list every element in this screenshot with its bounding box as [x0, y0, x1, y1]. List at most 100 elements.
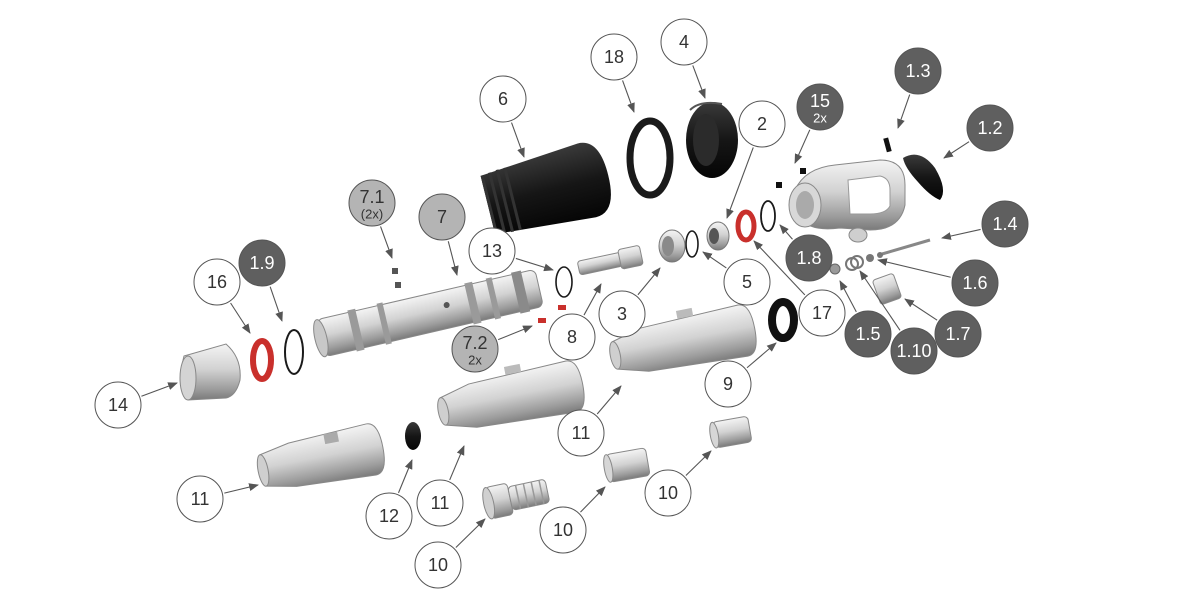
leader-arrow-10-a [685, 450, 712, 476]
leader-arrow-16 [230, 302, 251, 334]
part-ball-1-6 [866, 254, 874, 262]
callout-number: 6 [498, 89, 508, 109]
callout-number: 18 [604, 47, 624, 67]
part-seal-17 [735, 209, 757, 243]
callout-circle [193, 258, 241, 306]
callout-7-2: 7.22x [451, 325, 499, 373]
callout-circle [418, 193, 466, 241]
part-collar-4 [686, 101, 738, 178]
callout-1-10: 1.10 [890, 327, 938, 375]
part-pins-7-1 [392, 268, 401, 288]
part-bush-12 [405, 422, 421, 450]
part-seal-16 [250, 338, 274, 382]
callout-circle [660, 18, 708, 66]
leader-arrow-1-8 [779, 224, 793, 240]
callout-9: 9 [704, 360, 752, 408]
callout-circle [890, 327, 938, 375]
callout-circle [981, 200, 1029, 248]
leader-arrow-18 [622, 80, 635, 113]
callout-number: 9 [723, 374, 733, 394]
leader-arrow-17 [753, 240, 806, 296]
callout-quantity: 2x [468, 353, 482, 368]
callout-11-c: 11 [416, 479, 464, 527]
part-blocks-15 [776, 168, 806, 188]
callout-7-1: 7.1(2x) [348, 179, 396, 227]
callout-circle [966, 104, 1014, 152]
callout-number: 7 [437, 207, 447, 227]
leader-arrow-7-2 [497, 325, 533, 341]
part-oring-1-9 [284, 329, 304, 375]
callout-number: 3 [617, 304, 627, 324]
callout-7: 7 [418, 193, 466, 241]
callout-number: 10 [428, 555, 448, 575]
leader-arrow-1-5 [839, 280, 857, 313]
callout-circle [723, 258, 771, 306]
callout-quantity: 2x [813, 111, 827, 126]
callout-circle [416, 479, 464, 527]
part-grip-sleeve [480, 142, 611, 235]
callout-1-4: 1.4 [981, 200, 1029, 248]
callout-1-5: 1.5 [844, 310, 892, 358]
callout-number: 4 [679, 32, 689, 52]
callout-4: 4 [660, 18, 708, 66]
part-pins-7-2 [538, 305, 566, 323]
leader-arrow-10-b [580, 486, 606, 513]
leader-lines [141, 65, 981, 548]
callout-circle [365, 492, 413, 540]
callout-14: 14 [94, 381, 142, 429]
leader-arrow-12 [397, 459, 413, 494]
leader-arrow-9 [746, 342, 777, 369]
callout-number: 17 [812, 303, 832, 323]
callout-3: 3 [598, 290, 646, 338]
part-sleeve-10-right [709, 416, 752, 449]
part-pin-1-3 [883, 137, 892, 153]
callout-10-c: 10 [414, 541, 462, 589]
part-ring-1-8 [760, 200, 776, 232]
callout-18: 18 [590, 33, 638, 81]
callout-8: 8 [548, 313, 596, 361]
leader-arrow-1-4 [941, 228, 981, 240]
leader-arrow-7 [447, 241, 459, 276]
callout-number: 7.1 [359, 187, 384, 207]
callout-circle [414, 541, 462, 589]
leader-arrow-11-b [224, 483, 259, 494]
part-sleeve-10-left [482, 479, 550, 520]
part-nut-1-5 [829, 263, 841, 275]
callout-number: 1.5 [855, 324, 880, 344]
leader-arrow-1-7 [904, 298, 938, 321]
callout-circle [844, 310, 892, 358]
part-pin-1-4 [877, 238, 931, 258]
callout-number: 8 [567, 327, 577, 347]
leader-arrow-8 [583, 283, 602, 316]
callout-number: 12 [379, 506, 399, 526]
callout-5: 5 [723, 258, 771, 306]
callout-circle [798, 289, 846, 337]
leader-arrow-1-6 [877, 258, 951, 278]
callout-11-a: 11 [557, 409, 605, 457]
part-ring-18 [626, 117, 674, 199]
callout-number: 11 [191, 489, 210, 509]
callout-circle [796, 83, 844, 131]
part-bush-3 [658, 229, 686, 263]
callout-circle [644, 469, 692, 517]
leader-arrow-1-10 [859, 270, 901, 331]
leader-arrow-15 [794, 129, 811, 164]
callout-circle [704, 360, 752, 408]
callout-circle [738, 100, 786, 148]
callout-1-3: 1.3 [894, 47, 942, 95]
callout-circle [894, 47, 942, 95]
callout-number: 1.8 [796, 248, 821, 268]
callout-circle [451, 325, 499, 373]
callout-number: 15 [810, 91, 830, 111]
callout-number: 1.7 [945, 324, 970, 344]
callout-2: 2 [738, 100, 786, 148]
callout-circle [348, 179, 396, 227]
callout-1-9: 1.9 [238, 239, 286, 287]
leader-arrow-10-c [455, 518, 486, 548]
part-ring-9 [768, 298, 798, 342]
callout-number: 1.4 [992, 214, 1017, 234]
leader-arrow-13 [515, 257, 554, 272]
